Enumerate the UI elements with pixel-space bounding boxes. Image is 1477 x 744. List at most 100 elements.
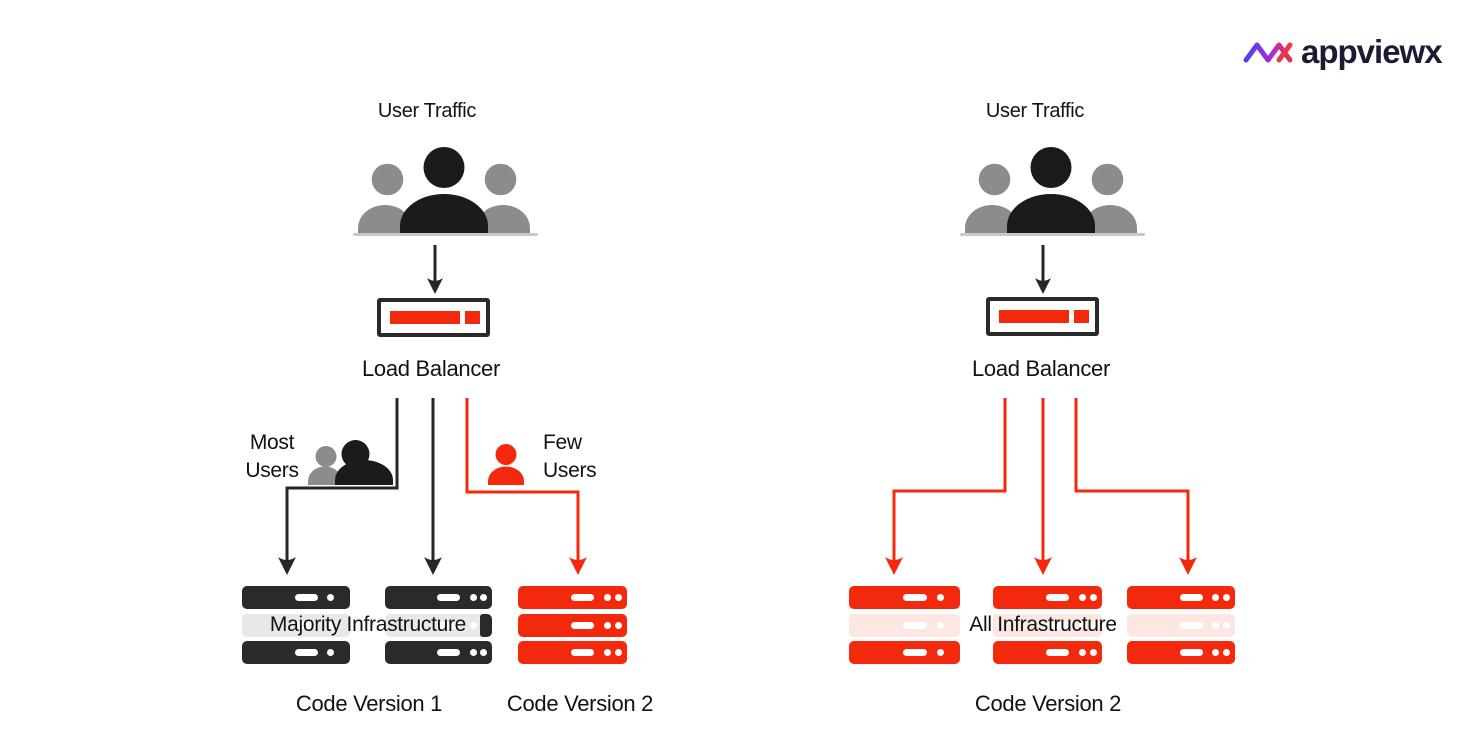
- server-dot: [1079, 594, 1087, 601]
- server-dot: [1090, 649, 1097, 656]
- server-dash: [903, 594, 927, 601]
- user-group-icon: [965, 147, 1137, 234]
- appviewx-logo-mark-icon: [1243, 42, 1293, 63]
- server-dot: [469, 594, 477, 601]
- server-dash: [1179, 649, 1203, 656]
- server-dot: [1212, 649, 1220, 656]
- server-dot: [604, 649, 612, 656]
- server-dot: [1212, 621, 1220, 629]
- server-dash: [571, 594, 595, 601]
- traffic-split-connectors-left: [278, 398, 587, 575]
- server-row: [849, 613, 960, 637]
- server-dot: [480, 649, 488, 656]
- server-row: [242, 641, 350, 664]
- server-dash: [437, 621, 460, 629]
- server-dot: [327, 649, 335, 656]
- down-arrow-icon: [427, 245, 443, 294]
- server-row: [518, 586, 627, 609]
- server-dash: [1046, 649, 1070, 656]
- few-users-icon: [488, 444, 524, 485]
- code-version-2-label-right: Code Version 2: [974, 691, 1122, 716]
- server-dot: [480, 594, 488, 601]
- few-users-label: Few Users: [543, 431, 597, 482]
- server-dot: [615, 594, 622, 601]
- code-version-2-label-left: Code Version 2: [506, 691, 654, 716]
- server-row: [993, 586, 1102, 609]
- server-dot: [469, 621, 477, 629]
- load-balancer-indicator: [465, 311, 480, 324]
- server-dash: [1046, 594, 1070, 601]
- server-dash: [294, 649, 318, 656]
- load-balancer-icon: [986, 297, 1099, 336]
- server-dot: [469, 649, 477, 656]
- server-dot: [615, 649, 622, 656]
- server-dot: [1090, 621, 1097, 629]
- server-dot: [604, 621, 612, 629]
- server-dot: [604, 594, 612, 601]
- server-row: [518, 613, 627, 637]
- user-group-icon: [358, 147, 530, 234]
- server-dot: [936, 594, 944, 601]
- load-balancer-bar: [999, 310, 1069, 323]
- server-stack-v1-b: [385, 586, 492, 664]
- server-row: [849, 586, 960, 609]
- server-stack-v2-c: [1127, 586, 1235, 664]
- server-row: [242, 613, 350, 637]
- server-dot: [936, 649, 944, 656]
- load-balancer-icon: [377, 298, 490, 337]
- server-dot: [1223, 594, 1231, 601]
- user-traffic-label-right: User Traffic: [985, 100, 1085, 122]
- server-dot: [615, 621, 622, 629]
- load-balancer-bar: [390, 311, 460, 324]
- server-dash: [903, 621, 927, 629]
- server-row: [242, 586, 350, 609]
- server-dash: [1179, 594, 1203, 601]
- server-row: [993, 613, 1102, 637]
- user-group-baseline: [353, 233, 538, 236]
- server-stack-v2-b: [993, 586, 1102, 664]
- server-row: [385, 641, 492, 664]
- server-row: [518, 641, 627, 664]
- server-dash: [437, 594, 460, 601]
- server-dot: [1079, 621, 1087, 629]
- server-row: [385, 586, 492, 609]
- server-dash: [294, 594, 318, 601]
- user-traffic-label-left: User Traffic: [377, 100, 477, 122]
- server-row: [993, 641, 1102, 664]
- server-row: [849, 641, 960, 664]
- server-dot: [1212, 594, 1220, 601]
- server-row: [1127, 586, 1235, 609]
- all-infrastructure-label: All Infrastructure: [969, 613, 1117, 636]
- appviewx-logo-text: appviewx: [1301, 33, 1443, 70]
- server-dot: [1079, 649, 1087, 656]
- server-dot: [936, 621, 944, 629]
- server-stack-v2-canary: [518, 586, 627, 664]
- server-dash: [1179, 621, 1203, 629]
- load-balancer-label-right: Load Balancer: [972, 356, 1110, 381]
- server-dot: [327, 594, 335, 601]
- down-arrow-icon: [1035, 245, 1051, 294]
- server-row-end-cap: [480, 613, 492, 637]
- server-dot: [327, 621, 335, 629]
- majority-infrastructure-label: Majority Infrastructure: [269, 613, 467, 636]
- server-row: [1127, 641, 1235, 664]
- most-users-icon: [308, 440, 393, 485]
- user-group-baseline: [960, 233, 1145, 236]
- server-dash: [903, 649, 927, 656]
- server-dash: [294, 621, 318, 629]
- server-stack-v2-a: [849, 586, 960, 664]
- server-dot: [1090, 594, 1097, 601]
- server-dot: [1223, 621, 1231, 629]
- load-balancer-label-left: Load Balancer: [362, 356, 500, 381]
- most-users-label: Most Users: [245, 431, 299, 482]
- server-row: [1127, 613, 1235, 637]
- load-balancer-indicator: [1074, 310, 1089, 323]
- server-dash: [571, 621, 595, 629]
- server-row: [385, 613, 492, 637]
- server-dash: [571, 649, 595, 656]
- server-dot: [1223, 649, 1231, 656]
- server-dash: [1046, 621, 1070, 629]
- server-stack-v1-a: [242, 586, 350, 664]
- code-version-1-label: Code Version 1: [295, 691, 443, 716]
